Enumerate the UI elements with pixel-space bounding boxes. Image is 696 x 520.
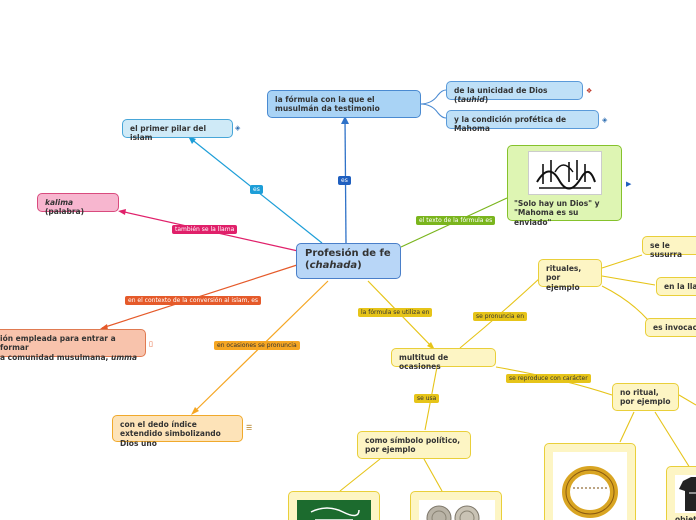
node-primer-pilar[interactable]: el primer pilar del islam	[122, 119, 233, 142]
objetos-text: objet	[675, 515, 696, 520]
connector-label-pronuncia: en ocasiones se pronuncia	[214, 341, 300, 350]
connector-label-conversion: en el contexto de la conversión al islam…	[125, 296, 262, 305]
node-politico[interactable]: como símbolo político,por ejemplo	[357, 431, 471, 459]
node-objetos[interactable]: objet	[666, 466, 696, 520]
node-profetica[interactable]: y la condición profética de Mahoma	[446, 110, 599, 133]
central-title: Profesión de fe	[305, 248, 391, 259]
node-formula[interactable]: la fórmula con la que el musulmán da tes…	[267, 90, 421, 118]
central-subtitle: chahada	[309, 260, 358, 271]
connector-label-es-left: es	[250, 185, 263, 194]
node-ocasiones[interactable]: multitud de ocasiones	[391, 348, 496, 371]
node-llama[interactable]: en la lla	[656, 277, 696, 296]
connector-label-utiliza: la fórmula se utiliza en	[358, 308, 433, 317]
node-susurra[interactable]: se le susurra	[642, 236, 696, 259]
connector-label-texto: el texto de la fórmula es	[416, 216, 496, 225]
node-coins-image[interactable]	[410, 491, 502, 520]
note-icon[interactable]: ▯	[149, 340, 153, 348]
play-icon[interactable]: ▶	[626, 180, 632, 188]
connector-label-usa: se usa	[414, 394, 440, 403]
speaker-icon[interactable]: ◈	[602, 116, 608, 124]
connector-label-es-up: es	[338, 176, 351, 185]
coins-image	[419, 500, 495, 520]
node-dedo[interactable]: con el dedo índice extendido simbolizand…	[112, 415, 243, 448]
node-no-ritual[interactable]: no ritual,por ejemplo	[612, 383, 679, 411]
tshirt-image	[675, 475, 696, 513]
central-topic[interactable]: Profesión de fe (chahada)	[296, 243, 401, 279]
node-unicidad[interactable]: de la unicidad de Dios (tauhid)	[446, 81, 583, 104]
node-invocacion[interactable]: es invocacio	[645, 318, 696, 337]
node-flag-image[interactable]	[288, 491, 380, 520]
list-icon[interactable]: ☰	[246, 424, 253, 432]
ring-image	[553, 452, 627, 520]
node-solo-dios[interactable]: "Solo hay un Dios" y "Mahoma es su envia…	[507, 145, 622, 227]
node-kalima[interactable]: kalima (palabra)	[37, 193, 119, 216]
shahada-calligraphy-image	[528, 151, 602, 195]
node-ring-image[interactable]	[544, 443, 636, 520]
solo-dios-text: "Solo hay un Dios" y "Mahoma es su envia…	[514, 199, 600, 227]
node-rituales[interactable]: rituales,por ejemplo	[538, 259, 602, 292]
connector-label-pronuncia-en: se pronuncia en	[473, 312, 527, 321]
saudi-flag-image	[297, 500, 371, 520]
speaker-icon-2[interactable]: ◈	[235, 124, 241, 132]
link-icon[interactable]: ❖	[586, 87, 593, 95]
connector-label-reproduce: se reproduce con carácter	[506, 374, 591, 383]
connector-label-tambien: también se la llama	[172, 225, 238, 234]
